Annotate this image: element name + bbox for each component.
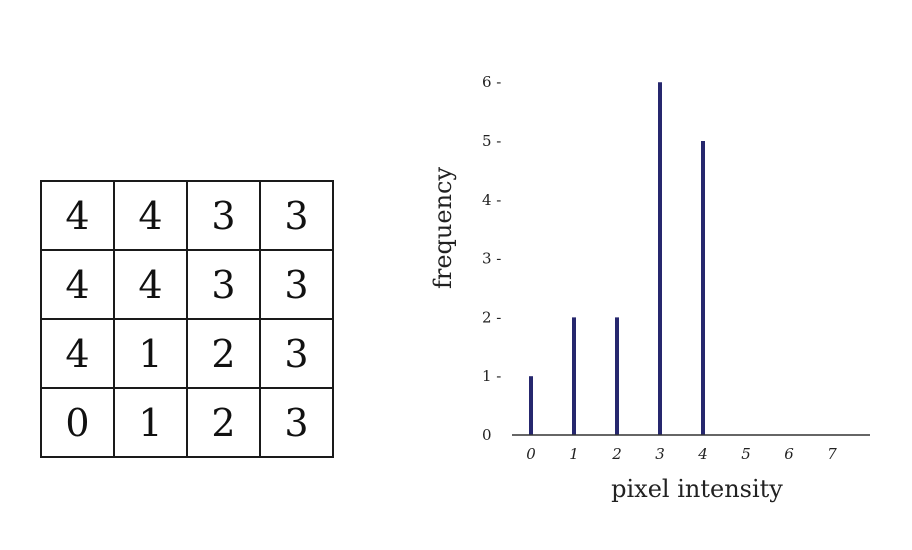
grid-cell: 3 xyxy=(186,249,261,320)
x-tick-label: 4 xyxy=(697,445,708,463)
y-tick-label: 5 - xyxy=(482,132,501,150)
y-tick-label: 1 - xyxy=(482,367,501,385)
y-tick-label: 6 - xyxy=(482,73,501,91)
x-tick-label: 1 xyxy=(569,445,579,463)
grid-cell: 4 xyxy=(113,180,188,251)
y-tick-label: 3 - xyxy=(482,250,501,268)
x-tick-label: 6 xyxy=(784,445,794,463)
y-tick-labels: 0 1 - 2 - 3 - 4 - 5 - 6 - xyxy=(482,73,501,444)
grid-cell: 3 xyxy=(259,249,334,320)
histogram-bars xyxy=(529,82,705,435)
y-tick-label: 0 xyxy=(482,426,492,444)
grid-cell: 4 xyxy=(40,318,115,389)
grid-cell: 4 xyxy=(40,249,115,320)
x-axis-label: pixel intensity xyxy=(611,475,783,503)
grid-cell: 0 xyxy=(40,387,115,458)
x-tick-label: 3 xyxy=(655,445,665,463)
grid-cell: 3 xyxy=(259,318,334,389)
y-axis-label: frequency xyxy=(429,167,457,289)
grid-cell: 1 xyxy=(113,318,188,389)
grid-cell: 2 xyxy=(186,387,261,458)
grid-cell: 3 xyxy=(259,180,334,251)
grid-cell: 4 xyxy=(40,180,115,251)
x-tick-label: 7 xyxy=(827,445,837,463)
y-tick-label: 4 - xyxy=(482,191,501,209)
y-tick-label: 2 - xyxy=(482,308,501,326)
x-tick-label: 0 xyxy=(526,445,536,463)
grid-cell: 4 xyxy=(113,249,188,320)
grid-cell: 3 xyxy=(259,387,334,458)
x-tick-label: 2 xyxy=(611,445,622,463)
grid-cell: 1 xyxy=(113,387,188,458)
x-tick-label: 5 xyxy=(741,445,751,463)
grid-cell: 2 xyxy=(186,318,261,389)
x-tick-labels: 0 1 2 3 4 5 6 7 xyxy=(526,445,837,463)
grid-cell: 3 xyxy=(186,180,261,251)
